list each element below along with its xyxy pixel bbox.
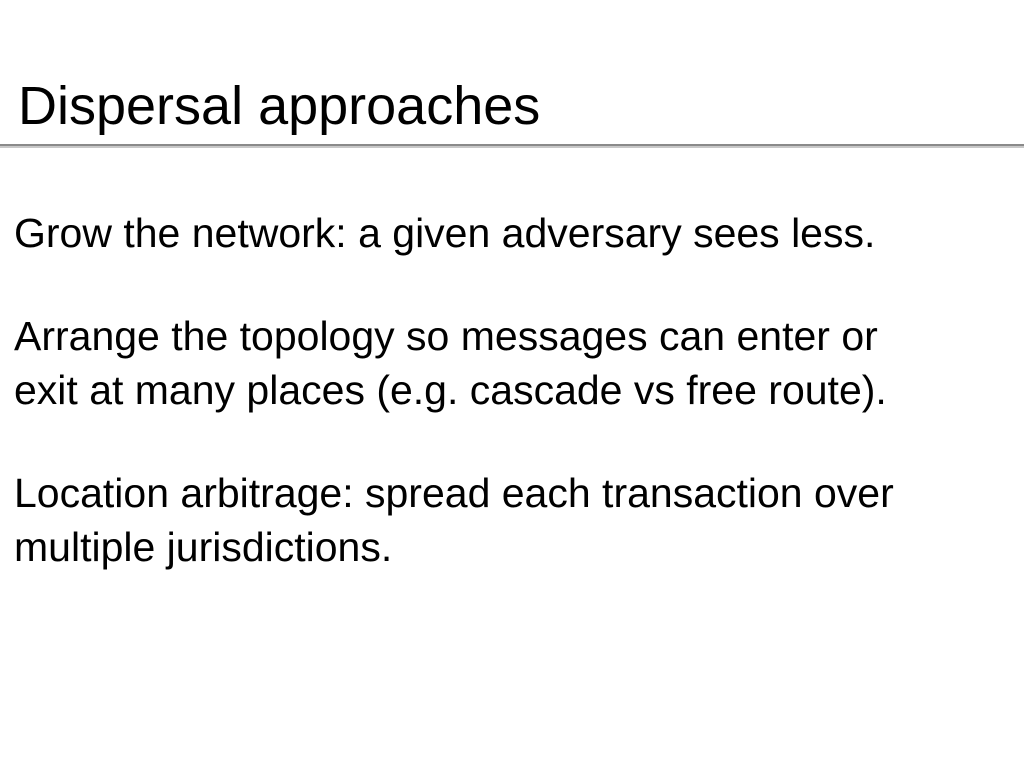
paragraph-location-arbitrage: Location arbitrage: spread each transact… bbox=[14, 466, 1014, 574]
paragraph-line: Arrange the topology so messages can ent… bbox=[14, 313, 878, 359]
paragraph-line: Location arbitrage: spread each transact… bbox=[14, 470, 894, 516]
paragraph-line: Grow the network: a given adversary sees… bbox=[14, 210, 876, 256]
slide-body: Grow the network: a given adversary sees… bbox=[14, 206, 1014, 623]
slide-title: Dispersal approaches bbox=[18, 76, 541, 136]
paragraph-topology: Arrange the topology so messages can ent… bbox=[14, 309, 1014, 417]
paragraph-line: multiple jurisdictions. bbox=[14, 524, 393, 570]
paragraph-grow-network: Grow the network: a given adversary sees… bbox=[14, 206, 1014, 260]
title-divider bbox=[0, 144, 1024, 148]
paragraph-line: exit at many places (e.g. cascade vs fre… bbox=[14, 367, 887, 413]
